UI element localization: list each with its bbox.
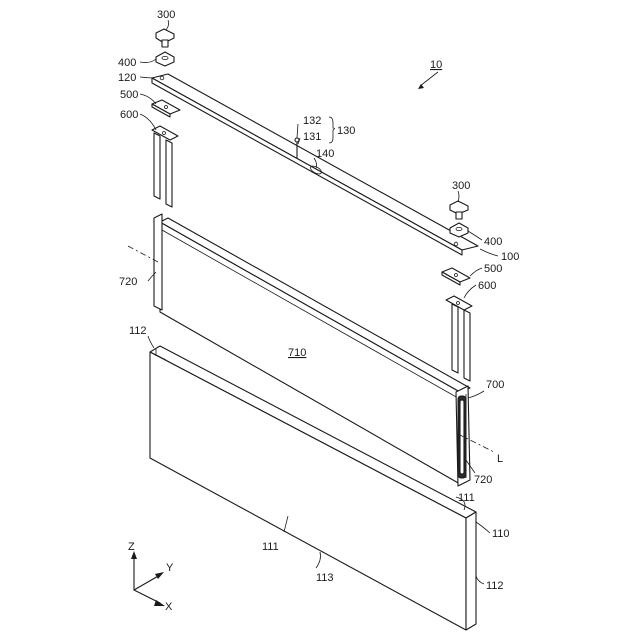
bolt-300-right — [450, 201, 468, 219]
label-700: 700 — [486, 379, 504, 391]
axis-label-z: Z — [128, 541, 135, 553]
nut-400-left — [156, 52, 174, 66]
label-300-left: 300 — [157, 9, 175, 21]
label-500-right: 500 — [484, 263, 502, 275]
label-131: 131 — [303, 131, 321, 143]
label-112-bottom: 112 — [486, 580, 504, 592]
label-112-top: 112 — [129, 325, 147, 337]
bus-bar-plate — [152, 74, 478, 255]
label-120: 120 — [118, 72, 136, 84]
label-600-right: 600 — [478, 280, 496, 292]
label-600-left: 600 — [120, 109, 138, 121]
label-130: 130 — [337, 125, 355, 137]
label-L: L — [497, 453, 503, 465]
label-110: 110 — [492, 528, 510, 540]
label-assembly-10: 10 — [430, 59, 442, 71]
label-400-right: 400 — [484, 236, 502, 248]
washer-500-left — [152, 100, 180, 117]
label-132: 132 — [303, 115, 321, 127]
label-720-right: 720 — [474, 474, 492, 486]
label-720-left: 720 — [119, 276, 137, 288]
group-bracket-130 — [329, 117, 335, 143]
coordinate-axes — [131, 551, 165, 606]
axis-label-y: Y — [166, 562, 174, 574]
label-500-left: 500 — [120, 89, 138, 101]
label-710: 710 — [288, 347, 306, 359]
label-111-right: 111 — [458, 492, 475, 504]
label-100: 100 — [501, 251, 519, 263]
axis-label-x: X — [165, 601, 173, 613]
terminal-600-left — [152, 126, 178, 207]
label-140: 140 — [316, 148, 334, 160]
label-113: 113 — [316, 572, 334, 584]
label-400-left: 400 — [118, 57, 136, 69]
label-300-right: 300 — [452, 180, 470, 192]
assembly-arrow-head — [418, 84, 424, 89]
terminal-600-right — [446, 296, 472, 381]
bolt-300-left — [156, 29, 174, 47]
label-111-front: 111 — [262, 541, 279, 553]
washer-500-right — [442, 268, 470, 285]
